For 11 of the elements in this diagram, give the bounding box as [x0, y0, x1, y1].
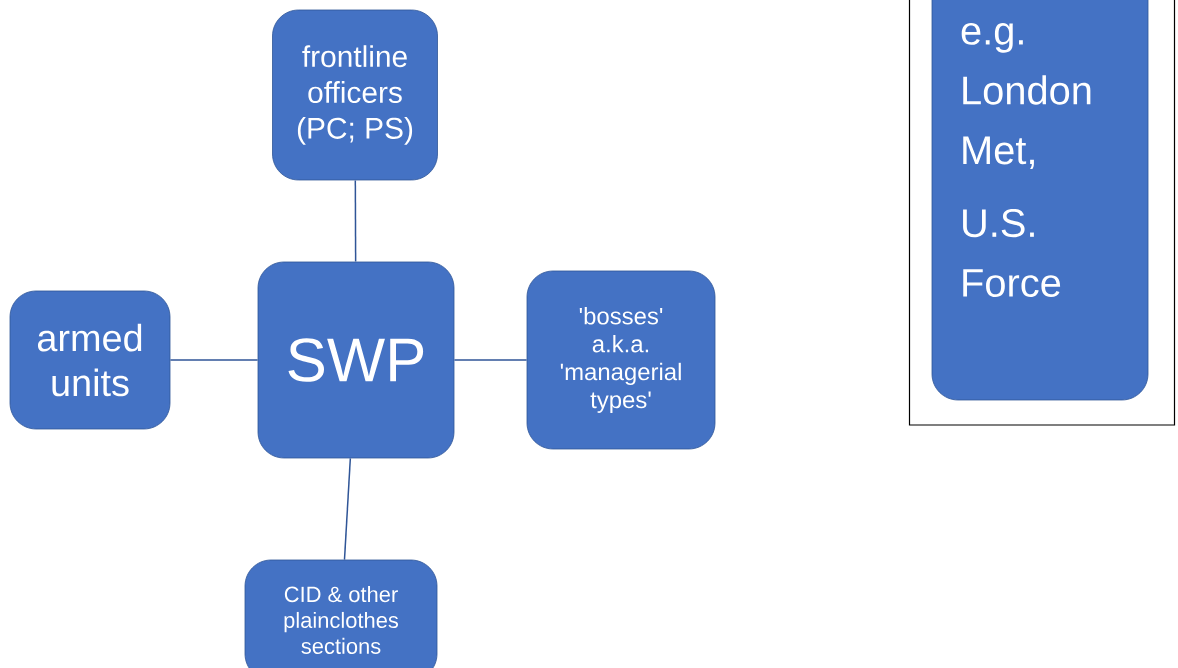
connector-line [453, 359, 528, 361]
process-box: frontline officers (PC; PS) [272, 9, 438, 181]
connector-line [343, 457, 352, 561]
process-box: SWP [257, 261, 455, 459]
connector-line [169, 359, 259, 361]
process-box: 'bosses' a.k.a. 'managerial types' [526, 270, 716, 450]
frame [908, 0, 1176, 426]
example-box: e.g. London Met, U.S. Force [931, 0, 1149, 401]
process-box: armed units [9, 290, 171, 430]
connector-line [354, 179, 357, 263]
process-box: CID & other plainclothes sections [244, 559, 438, 668]
